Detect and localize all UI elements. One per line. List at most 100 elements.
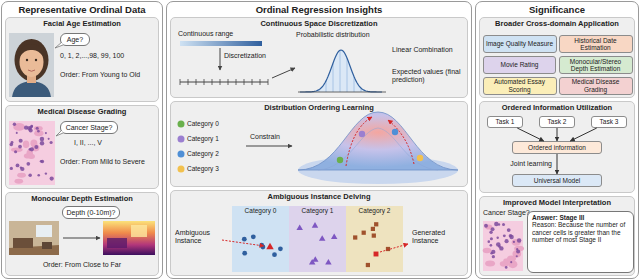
process-box: Monocular/Stereo Depth Estimation [559,56,633,74]
category-dot [178,151,185,158]
histology-image [29,148,32,151]
answer-bubble: Answer: Stage IIIReason: Because the num… [527,211,634,273]
edge-label: Joint learning [509,160,553,168]
node-text: Historical Date Estimation [562,37,630,51]
instance-marks [242,222,390,267]
continuous-range-bar [180,41,262,46]
category-label: Category 2 [187,150,219,157]
distribution-curve [298,50,386,92]
annotation-label: Order: From Mild to Severe [60,158,156,166]
histology-image [34,145,38,149]
distribution-curve [300,50,382,92]
distribution-curve [347,58,348,92]
histology-image [23,140,29,148]
histology-image [499,246,503,250]
node-text: Representative Ordinal Data [2,2,162,15]
process-box: Movie Rating [483,56,556,74]
histology-image [507,228,511,232]
room-photo [42,242,52,249]
histology-image [492,255,495,258]
node-text: Image Quality Measure [486,40,553,47]
histology-image [40,141,44,145]
instance-marks [312,222,318,228]
node-text: Broader Cross-domain Application [480,18,634,28]
node-text: Cancer Stage? [66,124,113,131]
instance-arrow [222,240,264,246]
histology-image [502,223,505,226]
category-label: Category 0 [187,120,219,127]
ordered-surface [298,112,458,170]
node-text: Reason: Because the number of cancer cel… [532,221,629,243]
histology-image [503,234,506,237]
histology-image [490,237,493,240]
histology-image [40,137,44,141]
histology-image [517,238,521,242]
depth-arrow [63,238,100,239]
continuous-range-bar [272,68,295,78]
histology-image [13,123,25,131]
face-photo [12,81,51,97]
ruler-tick [244,79,245,85]
histology-image [37,130,40,133]
instance-marks [362,231,366,235]
instance-marks [374,222,378,226]
histology-image [513,241,515,243]
ordering-arrow [246,145,292,146]
speech-bubble: Cancer Stage? [60,121,118,134]
histology-image [28,174,32,178]
histology-image [34,130,43,136]
annotation-label: Continuous range [178,30,233,38]
histology-image [491,250,495,254]
process-box: Task 1 [487,116,523,128]
ruler-tick [188,79,189,85]
category-region [346,206,403,272]
instance-marks [331,233,337,239]
histology-image [45,132,47,134]
histology-image [26,162,30,166]
face-photo [15,39,49,81]
node-text: Task 1 [496,118,515,125]
distribution-curve [340,50,341,92]
ordered-surface [346,117,372,166]
instance-marks [374,252,379,257]
ruler-tick [260,79,261,85]
histology-image [490,244,493,247]
histology-image [505,266,508,269]
histology-image [485,261,495,267]
instance-marks [242,237,247,242]
histology-image [30,125,33,128]
histology-image [16,132,18,134]
instance-marks [372,233,376,237]
category-region [232,206,403,272]
face-photo [26,59,28,61]
ruler-tick [228,79,229,85]
histology-image [509,235,513,239]
histology-image [20,167,24,171]
ordered-surface [298,112,458,184]
category-label: Category 1 [302,207,334,214]
histology-image [17,173,26,178]
ordered-surface [417,155,423,161]
histology-image [24,153,34,158]
depth-arrow [63,237,100,238]
histology-image [516,255,518,257]
distribution-curve [298,92,386,93]
annotation-label: I, II, ..., V [74,139,102,147]
histology-image [30,125,33,128]
node-text: Universal Model [534,177,581,184]
instance-marks [272,252,277,257]
annotation-label: Order: From Close to Far [43,261,121,269]
annotation-label: Linear Combination [392,46,464,54]
instance-marks [266,243,273,249]
ruler-tick [236,79,237,85]
histology-image [50,141,53,144]
histology-image [9,121,55,185]
annotation-label: 0, 1, 2,...,98, 99, 100 [60,52,124,60]
ruler-tick [212,79,213,85]
histology-image [50,176,54,180]
process-box: Universal Model [512,174,602,187]
ordered-surface [318,128,438,170]
ruler-tick [180,79,181,85]
histology-image [504,239,508,243]
process-box: Medical Disease Grading [559,77,633,95]
